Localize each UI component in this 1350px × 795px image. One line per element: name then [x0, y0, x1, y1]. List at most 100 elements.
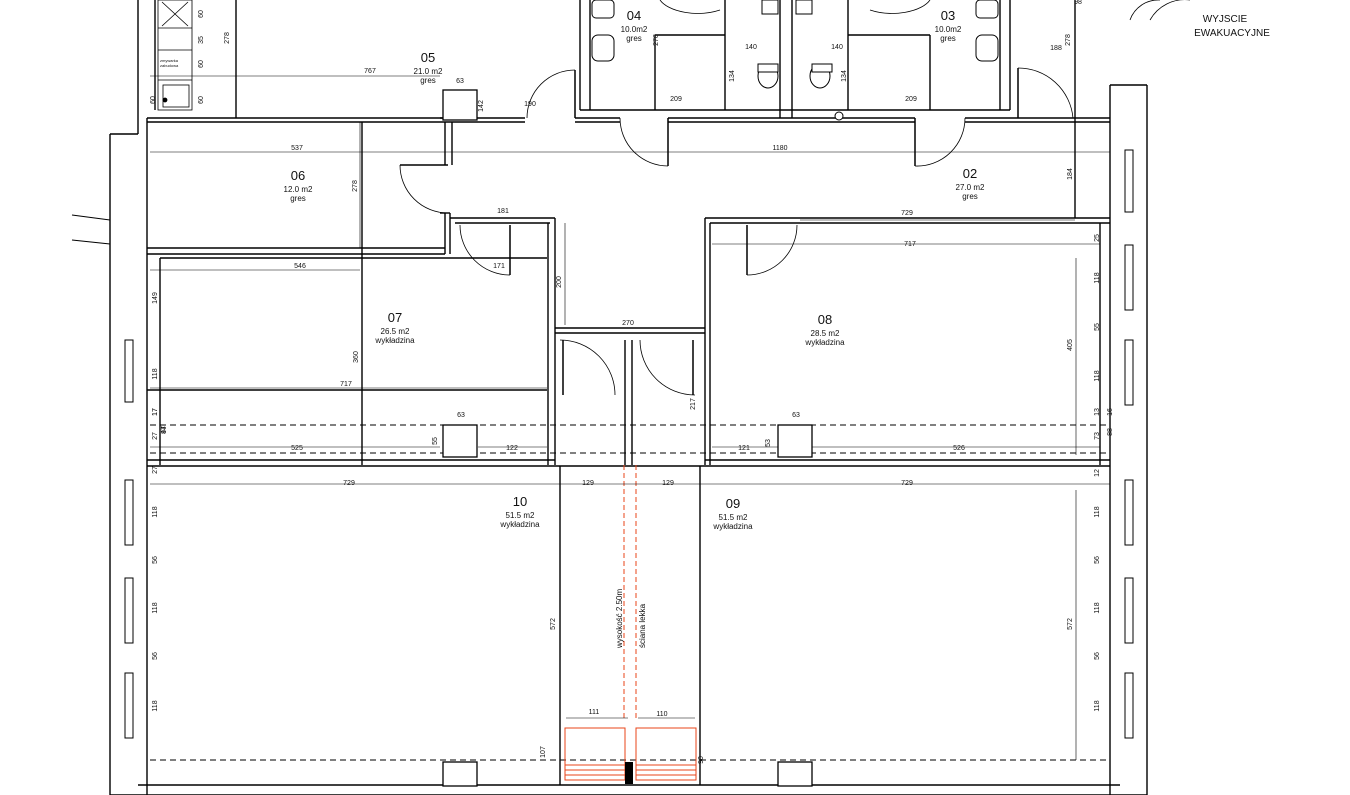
dimension-label: 122	[506, 445, 518, 452]
dimension-label: 56	[1094, 652, 1101, 660]
dimension-label: 190	[524, 101, 536, 108]
dimension-label: 90	[698, 756, 705, 764]
doors	[399, 0, 1190, 396]
room-area-02: 27.0 m2	[956, 183, 985, 192]
room-floor-05: gres	[420, 76, 436, 85]
dimension-label: 129	[582, 480, 594, 487]
room-floor-02: gres	[962, 192, 978, 201]
room-area-07: 26.5 m2	[381, 327, 410, 336]
dimension-label: 88	[1107, 428, 1114, 436]
dimension-label: 767	[364, 68, 376, 75]
partition-type-note: ściana lekka	[638, 603, 647, 648]
cabinet-label-line2: zabudowa	[160, 63, 179, 68]
dimension-label: 526	[953, 445, 965, 452]
dimension-label: 56	[1094, 556, 1101, 564]
dimension-label: 118	[152, 700, 159, 711]
dimension-label: 98	[1074, 0, 1082, 6]
kitchen-cabinets	[157, 0, 193, 111]
dimension-label: 717	[340, 381, 352, 388]
dimension-label: 729	[343, 480, 355, 487]
dimension-label: 572	[1067, 618, 1074, 630]
room-floor-06: gres	[290, 194, 306, 203]
dimension-label: 118	[1094, 370, 1101, 381]
room-floor-04: gres	[626, 34, 642, 43]
dimension-label: 729	[901, 210, 913, 217]
room-number-07: 07	[388, 310, 402, 325]
dimension-label: 572	[550, 618, 557, 630]
room-number-06: 06	[291, 168, 305, 183]
dimension-label: 63	[457, 412, 465, 419]
room-number-10: 10	[513, 494, 527, 509]
dimension-label: 360	[353, 351, 360, 363]
dimension-label: 537	[291, 145, 303, 152]
dimension-label: 278	[653, 34, 660, 46]
dimension-label: 107	[540, 746, 547, 758]
dimension-label: 13	[1094, 408, 1101, 416]
dimension-label: 63	[456, 78, 464, 85]
room-number-04: 04	[627, 8, 641, 23]
windows	[124, 149, 1134, 739]
dimension-label: 270	[622, 320, 634, 327]
dimension-label: 405	[1067, 339, 1074, 351]
partition-height-note: wysokość 2.50m	[615, 589, 624, 649]
dimension-label: 209	[670, 96, 682, 103]
partition-post	[625, 762, 633, 784]
dimension-label: 278	[224, 32, 231, 44]
dimension-label: 717	[904, 241, 916, 248]
exit-sign-line1: WYJSCIE	[1203, 14, 1248, 25]
dimension-label: 118	[1094, 272, 1101, 283]
dimension-label: 17	[152, 408, 159, 416]
dimension-label: 188	[1050, 45, 1062, 52]
dimension-label: 60	[198, 60, 205, 68]
dimension-label: 94	[161, 426, 168, 434]
dimension-label: 184	[1067, 168, 1074, 180]
dimension-label: 278	[352, 180, 359, 192]
dimension-label: 134	[841, 70, 848, 82]
room-number-05: 05	[421, 50, 435, 65]
dimension-label: 149	[152, 292, 159, 304]
room-floor-10: wykładzina	[499, 520, 540, 529]
dimension-label: 55	[432, 437, 439, 445]
dimension-label: 171	[493, 263, 505, 270]
room-area-08: 28.5 m2	[811, 329, 840, 338]
dimension-label: 134	[729, 70, 736, 82]
dimension-label: 47	[161, 426, 168, 434]
room-floor-03: gres	[940, 34, 956, 43]
dimension-label: 118	[1094, 602, 1101, 613]
cabinet-label-line1: zmywarka	[160, 58, 179, 63]
dimension-label: 546	[294, 263, 306, 270]
room-area-05: 21.0 m2	[414, 67, 443, 76]
dimension-label: 118	[152, 602, 159, 613]
dimension-label: 110	[656, 711, 667, 718]
room-area-09: 51.5 m2	[719, 513, 748, 522]
dimension-label: 16	[1107, 408, 1114, 416]
dimension-label: 25	[1094, 234, 1101, 242]
dimension-label: 217	[690, 398, 697, 410]
dimension-label: 140	[745, 44, 757, 51]
dimension-label: 56	[152, 652, 159, 660]
light-partition	[564, 465, 697, 781]
dimension-label: 60	[198, 10, 205, 18]
dimension-label: 118	[1094, 700, 1101, 711]
stair-marks	[71, 214, 111, 245]
room-number-02: 02	[963, 166, 977, 181]
dimension-label: 27	[152, 432, 159, 440]
dimension-label: 53	[765, 439, 772, 447]
room-floor-07: wykładzina	[374, 336, 415, 345]
structural-walls	[109, 0, 1148, 795]
dimension-label: 60	[150, 96, 157, 104]
room-number-09: 09	[726, 496, 740, 511]
exit-sign-line2: EWAKUACYJNE	[1194, 28, 1270, 39]
room-area-03: 10.0m2	[935, 25, 962, 34]
dimension-label: 525	[291, 445, 303, 452]
room-floor-08: wykładzina	[804, 338, 845, 347]
room-area-04: 10.0m2	[621, 25, 648, 34]
dimension-label: 73	[1094, 432, 1101, 440]
dimension-label: 140	[831, 44, 843, 51]
dimension-label: 181	[497, 208, 509, 215]
dimension-label: 111	[589, 709, 600, 716]
dimension-label: 121	[738, 445, 750, 452]
